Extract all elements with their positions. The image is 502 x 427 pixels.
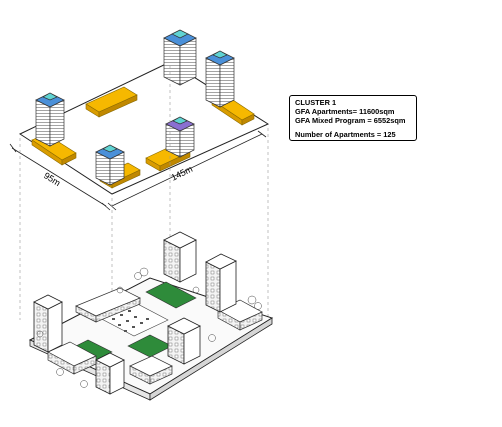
trees (36, 267, 262, 388)
low-blocks (47, 287, 263, 385)
detail-tower-left (33, 294, 63, 353)
podium-slab (111, 169, 141, 189)
tower-bottom-right (165, 116, 195, 158)
cluster-title: CLUSTER 1 (295, 98, 337, 107)
tower-left (35, 92, 65, 147)
green-court (145, 281, 197, 309)
detailed-axonometric (28, 231, 274, 401)
tower-top-center (163, 29, 197, 86)
tower-top-right (205, 50, 235, 108)
dimension-lines (9, 130, 267, 211)
detail-tower-bottom-right (167, 317, 201, 365)
cluster-info-box: CLUSTER 1 GFA Apartments= 11600sqm GFA M… (289, 95, 417, 141)
width-dimension-label: 95m (42, 170, 62, 188)
gfa-apartments: GFA Apartments= 11600sqm (295, 107, 395, 116)
podium-slab (98, 94, 138, 118)
detail-tower-bottom-left (95, 352, 125, 395)
gfa-mixed-program: GFA Mixed Program = 6552sqm (295, 116, 406, 125)
tower-bottom-center (95, 144, 125, 186)
detail-tower-right (205, 253, 237, 313)
ground-plate-edge (149, 317, 273, 401)
number-of-apartments: Number of Apartments = 125 (295, 130, 396, 139)
massing-diagram: 95m 145m (9, 29, 270, 380)
podium-slab (241, 113, 255, 126)
plaza-furniture (112, 310, 149, 332)
podium-slab (61, 152, 77, 166)
detail-tower-top-center (163, 231, 197, 283)
green-courts (67, 281, 197, 363)
